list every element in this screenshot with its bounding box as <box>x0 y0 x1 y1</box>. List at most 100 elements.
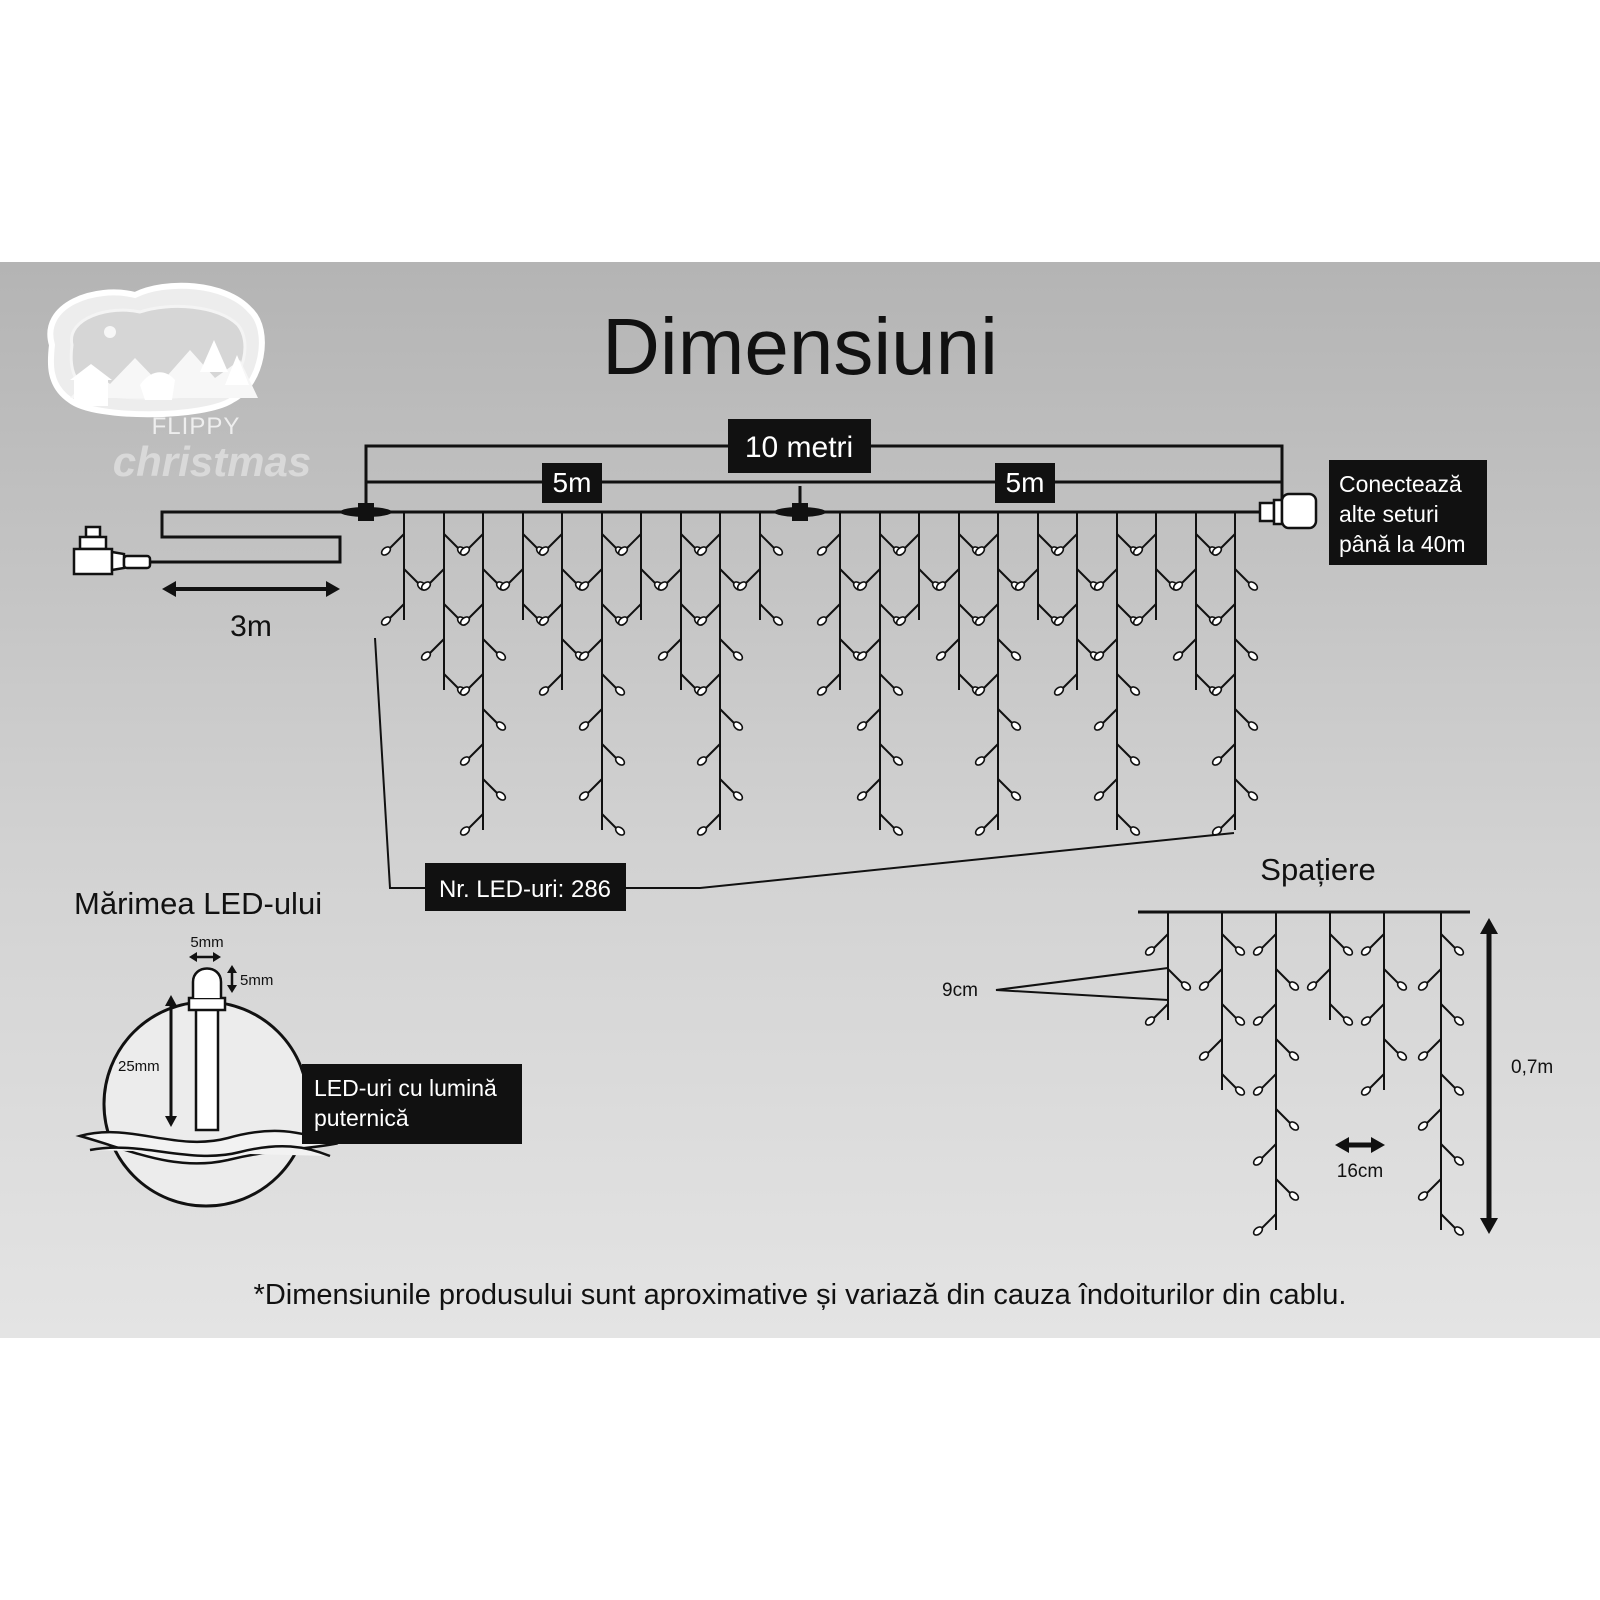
led-bulb <box>816 533 841 556</box>
led-bulb <box>420 638 445 661</box>
led-strand <box>1172 512 1220 696</box>
led-bulb <box>1275 1108 1300 1131</box>
spacing-strands <box>1144 912 1465 1236</box>
led-strand <box>617 512 665 626</box>
drop-height-label: 0,7m <box>1511 1057 1553 1078</box>
splitter-right <box>774 503 826 521</box>
svg-text:5mm: 5mm <box>240 972 273 989</box>
page-title: Dimensiuni <box>602 302 998 391</box>
led-bulb <box>1167 968 1192 991</box>
led-bulb <box>538 533 563 556</box>
led-bulb <box>696 743 721 766</box>
led-bulb <box>1221 933 1246 956</box>
led-bulb <box>1211 603 1236 626</box>
svg-text:până la 40m: până la 40m <box>1339 531 1466 557</box>
led-bulb <box>759 533 784 556</box>
led-body <box>194 1006 220 1132</box>
svg-text:puternică: puternică <box>314 1105 409 1131</box>
led-size-illustration: 5mm 5mm 25mm <box>75 934 339 1208</box>
led-bulb <box>1440 933 1465 956</box>
led-bulb <box>538 673 563 696</box>
brand-logo: FLIPPY christmas <box>47 282 311 485</box>
led-bulb <box>736 568 761 591</box>
led-bulb <box>459 673 484 696</box>
splitter-left <box>340 503 392 521</box>
led-bulb <box>696 813 721 836</box>
svg-text:alte seturi: alte seturi <box>1339 501 1439 527</box>
led-bulb <box>1211 673 1236 696</box>
led-bulb <box>482 638 507 661</box>
led-strand <box>657 512 705 696</box>
led-bulb <box>1014 568 1039 591</box>
spacing-horizontal-label: 16cm <box>1337 1161 1383 1182</box>
led-strand <box>895 512 943 626</box>
led-width-arrow <box>189 952 221 962</box>
connect-label: Conectează alte seturi până la 40m <box>1329 460 1487 565</box>
led-strand <box>1417 912 1465 1236</box>
led-bulb <box>578 638 603 661</box>
svg-text:5m: 5m <box>1006 467 1045 498</box>
svg-text:25mm: 25mm <box>118 1058 160 1075</box>
led-strand <box>1144 912 1192 1026</box>
led-bulb <box>879 813 904 836</box>
led-bulb <box>617 603 642 626</box>
led-bulb <box>1440 1143 1465 1166</box>
led-bulb <box>1275 968 1300 991</box>
led-bulb <box>601 673 626 696</box>
end-connector-icon <box>1258 492 1318 530</box>
led-head-arrow <box>227 965 237 993</box>
led-bulb <box>1275 1178 1300 1201</box>
led-bulb <box>1234 638 1259 661</box>
led-strand <box>1306 912 1354 1026</box>
total-length-label: 10 metri <box>728 419 871 473</box>
led-bulb <box>1144 933 1169 956</box>
led-strand <box>816 512 864 696</box>
led-bulb <box>1417 968 1442 991</box>
led-bulb <box>1417 1178 1442 1201</box>
led-bulb <box>696 673 721 696</box>
led-strand <box>1053 512 1101 696</box>
led-strand <box>578 512 626 836</box>
led-bulb <box>1211 533 1236 556</box>
led-bulb <box>578 778 603 801</box>
led-bulb <box>1093 638 1118 661</box>
led-bulb <box>1417 1038 1442 1061</box>
lead-length-label: 3m <box>230 610 272 643</box>
led-bulb <box>719 708 744 731</box>
lead-cable <box>150 510 342 564</box>
led-bulb <box>1116 813 1141 836</box>
led-bulb <box>696 533 721 556</box>
svg-text:5mm: 5mm <box>190 934 223 951</box>
spacing-vertical-leaders <box>995 967 1169 1001</box>
led-strand <box>1360 912 1408 1096</box>
led-strand <box>459 512 507 836</box>
led-bulb <box>856 568 881 591</box>
led-bulb <box>1198 1038 1223 1061</box>
led-strand <box>1132 512 1180 626</box>
led-bulb <box>1360 1073 1385 1096</box>
led-bulb <box>997 638 1022 661</box>
brand-script: christmas <box>113 438 311 485</box>
led-bulb <box>1329 933 1354 956</box>
led-bulb <box>482 708 507 731</box>
led-bulb <box>1360 933 1385 956</box>
led-bulb <box>1198 968 1223 991</box>
led-bulb <box>1221 1073 1246 1096</box>
led-bulb <box>1440 1073 1465 1096</box>
led-bulb <box>459 743 484 766</box>
led-bulb <box>1234 778 1259 801</box>
led-size-title: Mărimea LED-ului <box>74 886 322 921</box>
led-bulb <box>601 743 626 766</box>
led-bulb <box>380 533 405 556</box>
led-bulb <box>1275 1038 1300 1061</box>
led-bulb <box>657 568 682 591</box>
half-right-label: 5m <box>995 463 1055 503</box>
led-bulb <box>1417 1108 1442 1131</box>
led-strand <box>380 512 428 626</box>
half-left-label: 5m <box>542 463 602 503</box>
led-bulb <box>974 533 999 556</box>
led-bulb <box>459 813 484 836</box>
led-bulb <box>1329 1003 1354 1026</box>
led-bulb <box>578 708 603 731</box>
